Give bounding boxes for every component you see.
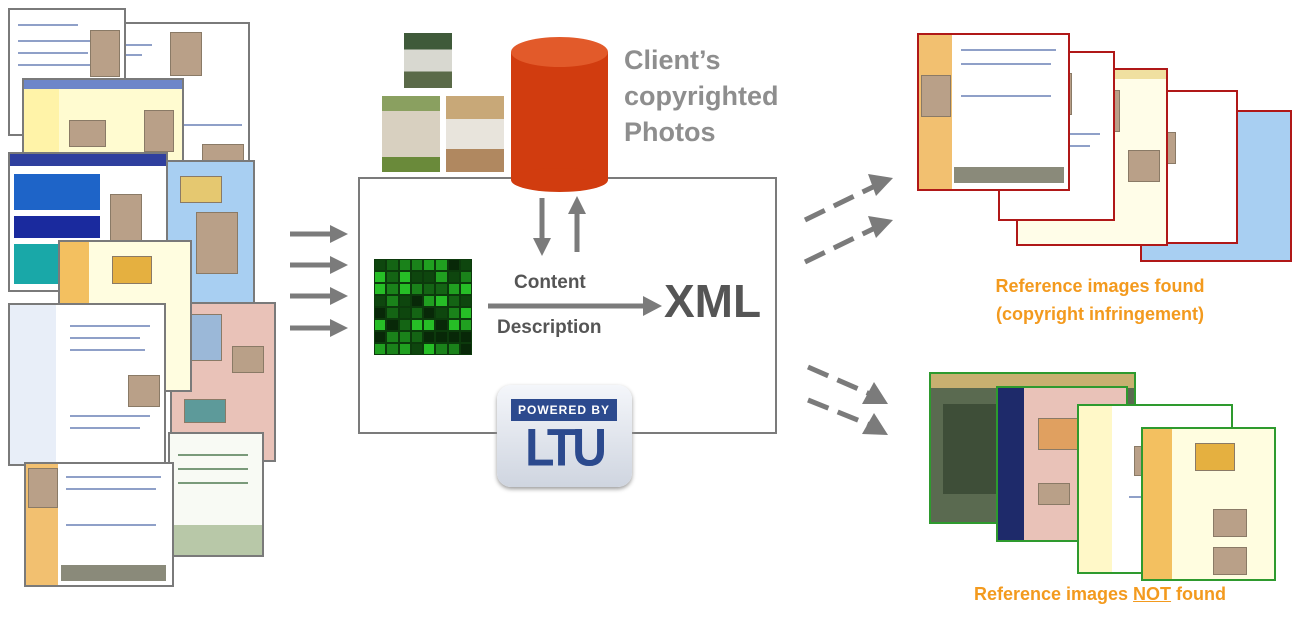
signature-cell xyxy=(424,272,435,282)
web-page-thumbnail xyxy=(8,303,166,466)
input-arrow xyxy=(290,225,348,243)
database-icon xyxy=(511,37,608,192)
signature-cell xyxy=(460,296,471,306)
signature-cell xyxy=(436,308,447,318)
input-arrow xyxy=(290,256,348,274)
signature-cell xyxy=(448,272,459,282)
signature-cell xyxy=(387,296,398,306)
signature-cell xyxy=(399,284,410,294)
signature-cell xyxy=(411,320,422,330)
not-found-arrow xyxy=(807,364,888,404)
signature-cell xyxy=(387,344,398,354)
signature-cell xyxy=(411,284,422,294)
badge-top-text: POWERED BY xyxy=(511,399,617,421)
signature-cell xyxy=(460,320,471,330)
signature-cell xyxy=(399,308,410,318)
content-label: Content xyxy=(514,272,586,293)
signature-cell xyxy=(387,284,398,294)
description-label: Description xyxy=(497,317,602,338)
signature-cell xyxy=(375,332,386,342)
signature-cell xyxy=(460,308,471,318)
signature-cell xyxy=(375,272,386,282)
signature-cell xyxy=(436,296,447,306)
signature-cell xyxy=(399,320,410,330)
signature-cell xyxy=(411,308,422,318)
signature-cell xyxy=(411,296,422,306)
signature-cell xyxy=(375,308,386,318)
signature-cell xyxy=(411,260,422,270)
signature-cell xyxy=(375,260,386,270)
signature-cell xyxy=(375,320,386,330)
input-arrow xyxy=(290,319,348,337)
input-arrow xyxy=(290,287,348,305)
signature-cell xyxy=(424,296,435,306)
query-arrow-down xyxy=(533,198,551,256)
signature-cell xyxy=(424,308,435,318)
signature-cell xyxy=(387,260,398,270)
signature-cell xyxy=(399,272,410,282)
found-arrow xyxy=(803,174,893,223)
xml-output-label: XML xyxy=(664,275,762,327)
signature-cell xyxy=(399,296,410,306)
signature-cell xyxy=(399,344,410,354)
client-photo xyxy=(446,96,504,172)
signature-cell xyxy=(387,320,398,330)
signature-cell xyxy=(436,272,447,282)
powered-by-badge: POWERED BY LTU xyxy=(497,385,632,487)
signature-cell xyxy=(436,260,447,270)
database-label: Client’s copyrighted Photos xyxy=(624,45,779,147)
signature-cell xyxy=(460,332,471,342)
signature-cell xyxy=(448,332,459,342)
signature-cell xyxy=(424,284,435,294)
signature-cell xyxy=(387,272,398,282)
signature-cell xyxy=(460,272,471,282)
signature-cell xyxy=(460,284,471,294)
signature-cell xyxy=(436,284,447,294)
signature-cell xyxy=(375,344,386,354)
signature-cell xyxy=(448,344,459,354)
found-arrow xyxy=(803,216,893,265)
found-page-thumbnail xyxy=(917,33,1070,191)
signature-cell xyxy=(436,332,447,342)
signature-cell xyxy=(399,332,410,342)
reference-arrow-up xyxy=(568,196,586,252)
signature-cell xyxy=(375,296,386,306)
signature-cell xyxy=(436,320,447,330)
signature-cell xyxy=(424,260,435,270)
signature-cell xyxy=(424,344,435,354)
not-found-page-thumbnail xyxy=(1141,427,1276,581)
signature-cell xyxy=(411,272,422,282)
signature-cell xyxy=(448,320,459,330)
signature-cell xyxy=(448,296,459,306)
client-photo xyxy=(382,96,440,172)
client-photo xyxy=(404,33,452,88)
signature-cell xyxy=(460,344,471,354)
not-found-label: Reference images NOT found xyxy=(973,584,1227,604)
signature-cell xyxy=(448,260,459,270)
signature-cell xyxy=(448,284,459,294)
not-found-arrow xyxy=(807,397,888,435)
ltu-logo: LTU xyxy=(525,419,607,478)
signature-cell xyxy=(460,260,471,270)
signature-cell xyxy=(375,284,386,294)
content-signature-grid xyxy=(374,259,472,355)
web-page-thumbnail xyxy=(168,432,264,557)
signature-cell xyxy=(448,308,459,318)
found-label: Reference images found (copyright infrin… xyxy=(995,276,1205,324)
signature-cell xyxy=(399,260,410,270)
signature-cell xyxy=(411,332,422,342)
signature-cell xyxy=(424,320,435,330)
signature-cell xyxy=(387,332,398,342)
description-arrow xyxy=(488,296,662,316)
signature-cell xyxy=(436,344,447,354)
signature-cell xyxy=(424,332,435,342)
signature-cell xyxy=(387,308,398,318)
signature-cell xyxy=(411,344,422,354)
web-page-thumbnail xyxy=(24,462,174,587)
